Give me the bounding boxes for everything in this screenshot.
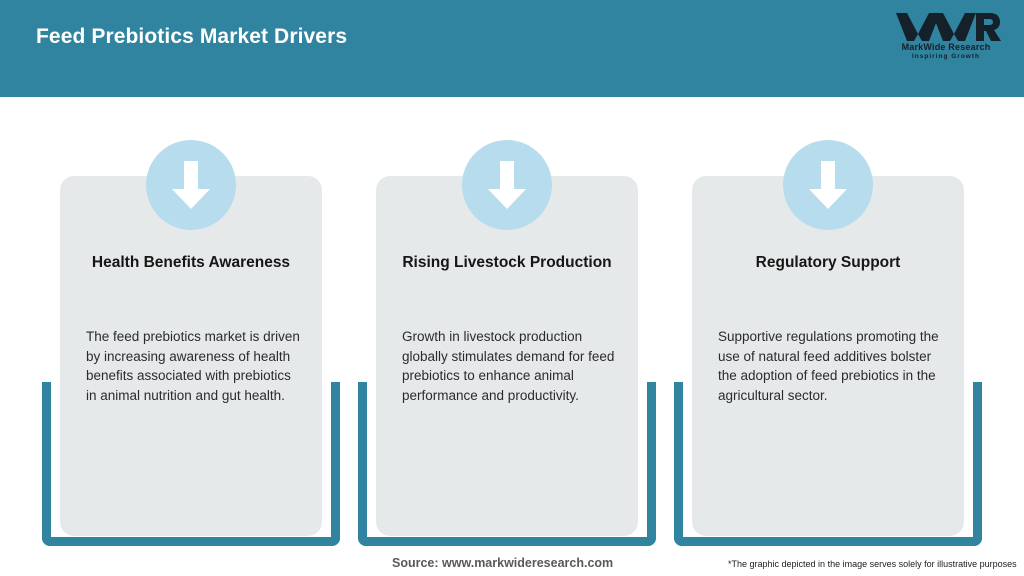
page-header: Feed Prebiotics Market Drivers MarkWide … xyxy=(0,0,1024,97)
card-body-text: Growth in livestock production globally … xyxy=(402,329,615,403)
card-body-text: The feed prebiotics market is driven by … xyxy=(86,329,300,403)
card-heading: Rising Livestock Production xyxy=(402,254,612,271)
logo-company-name: MarkWide Research xyxy=(901,42,991,52)
mwr-logo-icon xyxy=(890,10,1002,42)
source-label: Source: www.markwideresearch.com xyxy=(392,556,614,570)
arrow-down-icon xyxy=(783,140,873,230)
card-heading: Health Benefits Awareness xyxy=(91,254,291,271)
card-panel: Regulatory Support Supportive regulation… xyxy=(692,140,964,536)
card-heading: Regulatory Support xyxy=(755,254,901,271)
logo-tagline: Inspiring Growth xyxy=(912,53,980,60)
brand-logo: MarkWide Research Inspiring Growth xyxy=(890,10,1002,66)
card-body-text: Supportive regulations promoting the use… xyxy=(718,329,939,403)
page-title: Feed Prebiotics Market Drivers xyxy=(36,25,348,48)
card-bracket xyxy=(674,382,982,546)
arrow-down-icon xyxy=(462,140,552,230)
disclaimer-note: *The graphic depicted in the image serve… xyxy=(728,559,1017,569)
card-bracket xyxy=(358,382,656,546)
card-panel: Health Benefits Awareness The feed prebi… xyxy=(60,140,322,536)
card-bracket xyxy=(42,382,340,546)
card-panel: Rising Livestock Production Growth in li… xyxy=(376,140,638,536)
arrow-down-icon xyxy=(146,140,236,230)
